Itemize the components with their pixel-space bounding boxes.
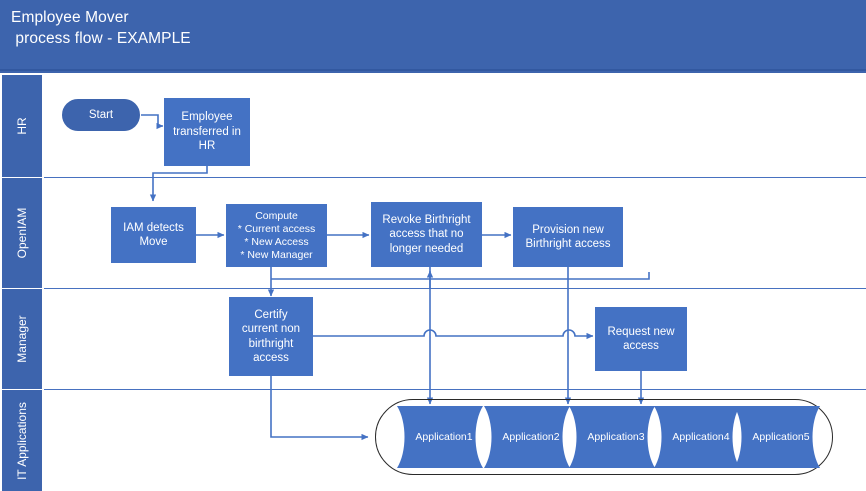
app-shape-1[interactable]: Application1 [397, 406, 491, 468]
app-shape-4[interactable]: Application4 [654, 406, 748, 468]
node-compute[interactable]: Compute * Current access * New Access * … [226, 204, 327, 267]
app-shape-3[interactable]: Application3 [569, 406, 663, 468]
diagram-header: Employee Mover process flow - EXAMPLE [0, 0, 866, 73]
wave-shape-icon [397, 406, 483, 468]
node-request-new-access[interactable]: Request new access [595, 307, 687, 371]
wave-shape-icon [654, 406, 740, 468]
lane-label-manager: Manager [2, 289, 42, 389]
node-employee-transferred[interactable]: Employee transferred in HR [164, 98, 250, 166]
app-label-5: Application5 [752, 431, 810, 443]
node-start[interactable]: Start [62, 99, 140, 131]
node-provision-birthright[interactable]: Provision new Birthright access [513, 207, 623, 267]
lane-label-openiam: OpenIAM [2, 178, 42, 288]
lane-divider-hr-openiam [44, 176, 866, 178]
node-certify-non-birthright[interactable]: Certify current non birthright access [229, 297, 313, 376]
lane-label-hr-text: HR [15, 117, 29, 135]
app-label-4: Application4 [672, 431, 730, 443]
lane-label-manager-text: Manager [15, 315, 29, 363]
lane-divider-openiam-manager [44, 287, 866, 289]
node-iam-detects-move[interactable]: IAM detects Move [111, 207, 196, 263]
lane-divider-manager-itapps [44, 388, 866, 390]
lane-label-it-applications-text: IT Applications [15, 401, 29, 480]
lane-body-manager [44, 289, 866, 389]
wave-shape-icon [484, 406, 570, 468]
lane-label-hr: HR [2, 75, 42, 177]
header-underline [0, 69, 866, 71]
it-applications-capsule [375, 399, 833, 475]
app-label-1: Application1 [415, 431, 473, 443]
lane-label-it-applications: IT Applications [2, 390, 42, 491]
app-shape-5[interactable]: Application5 [734, 406, 828, 468]
wave-shape-icon [569, 406, 655, 468]
node-revoke-birthright[interactable]: Revoke Birthright access that no longer … [371, 202, 482, 267]
lane-label-openiam-text: OpenIAM [15, 207, 29, 259]
app-label-3: Application3 [587, 431, 645, 443]
wave-shape-icon [734, 406, 820, 468]
app-shape-2[interactable]: Application2 [484, 406, 578, 468]
app-label-2: Application2 [502, 431, 560, 443]
page-title: Employee Mover process flow - EXAMPLE [11, 9, 191, 47]
